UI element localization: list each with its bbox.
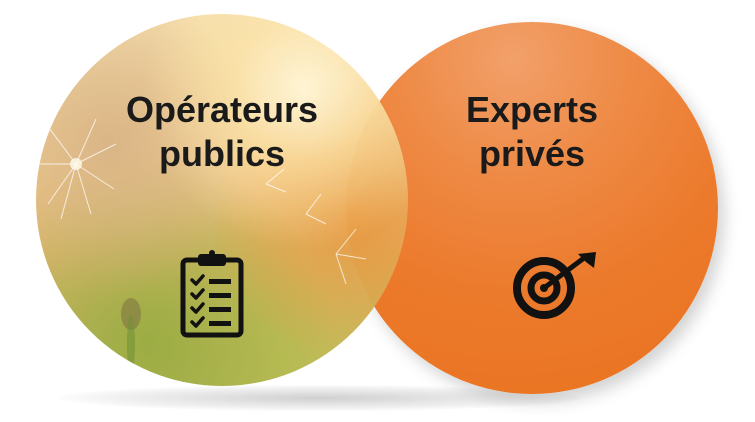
label-operateurs-publics: Opérateurs publics [82,88,362,176]
target-arrow-icon [506,252,602,325]
label-right-line1: Experts [465,89,599,130]
dandelion-photo [36,118,367,374]
label-left-line1: Opérateurs [125,89,319,130]
label-experts-prives: Experts privés [412,88,652,176]
clipboard-checklist-icon [180,250,244,343]
label-left-line2: publics [158,133,286,174]
circle-experts-prives [346,22,718,394]
label-right-line2: privés [478,133,586,174]
